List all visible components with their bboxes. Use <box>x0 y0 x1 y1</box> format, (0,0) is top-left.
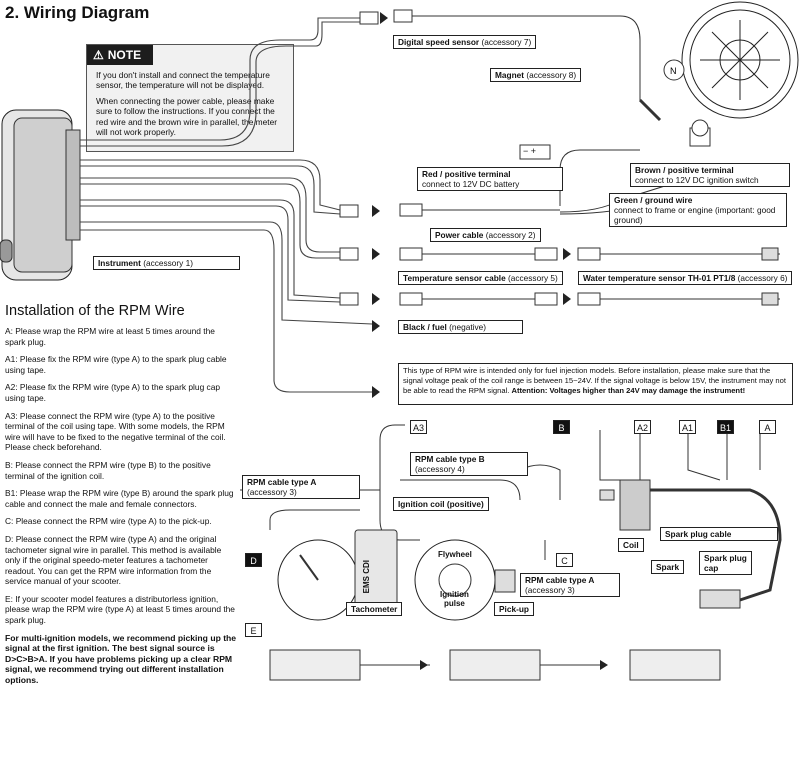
badge-a3: A3 <box>410 420 427 434</box>
label-digital-speed-sensor: Digital speed sensor (accessory 7) <box>393 35 537 49</box>
label-flywheel: Flywheel <box>438 550 472 559</box>
badge-d: D <box>245 553 262 567</box>
label-tachometer: Tachometer <box>346 602 403 616</box>
badge-b1: B1 <box>717 420 734 434</box>
e-row-arrows <box>420 660 608 670</box>
spark-plug-icon <box>699 589 741 609</box>
badge-e: E <box>245 623 262 637</box>
connection-arrows <box>372 12 571 398</box>
instruction-c: C: Please connect the RPM wire (type A) … <box>5 516 212 527</box>
label-coil: Coil <box>618 538 644 552</box>
plug-connectors <box>339 9 601 306</box>
instruction-d: D: Please connect the RPM wire (type A) … <box>5 533 222 587</box>
plug-e-2 <box>449 649 541 681</box>
warning-icon: ⚠ <box>93 48 104 62</box>
main-cable-bundle <box>80 17 373 393</box>
instruction-a3: A3: Please connect the RPM wire (type A)… <box>5 410 226 453</box>
battery-icon <box>519 144 551 160</box>
page-title: 2. Wiring Diagram <box>5 3 150 22</box>
label-spark-plug-cable: Spark plug cable <box>660 527 778 541</box>
label-magnet: Magnet (accessory 8) <box>490 68 582 82</box>
plug-e-1 <box>269 649 361 681</box>
label-rpm-type-a-bottom: RPM cable type A(accessory 3) <box>520 573 620 597</box>
instruction-e: E: If your scooter model features a dist… <box>5 593 235 626</box>
label-spark: Spark <box>651 560 685 574</box>
rpm-info-box: This type of RPM wire is intended only f… <box>398 363 793 405</box>
instruction-b: B: Please connect the RPM wire (type B) … <box>5 459 211 481</box>
instruction-a1: A1: Please fix the RPM wire (type A) to … <box>5 354 227 375</box>
label-rpm-type-b: RPM cable type B(accessory 4) <box>410 452 528 476</box>
note-paragraph-1: If you don't install and connect the tem… <box>96 70 270 91</box>
plug-e-3 <box>629 649 721 681</box>
rpm-diagram <box>240 424 782 681</box>
label-rpm-type-a-top: RPM cable type A(accessory 3) <box>242 475 360 499</box>
badge-a2: A2 <box>634 420 651 434</box>
instrument-body <box>0 109 81 281</box>
label-instrument: Instrument (accessory 1) <box>93 256 240 270</box>
label-water-temp-sensor: Water temperature sensor TH-01 PT1/8 (ac… <box>578 271 793 285</box>
badge-a: A <box>759 420 776 434</box>
label-pickup: Pick-up <box>494 602 534 616</box>
svg-text:N: N <box>670 66 677 76</box>
note-heading-text: NOTE <box>107 48 142 62</box>
label-ignition-coil-positive: Ignition coil (positive) <box>393 497 489 511</box>
instruction-a: A: Please wrap the RPM wire at least 5 t… <box>5 326 215 347</box>
speed-sensor-cable <box>412 15 641 100</box>
coil-icon <box>619 479 651 531</box>
label-battery-terminals: − + <box>523 146 537 156</box>
sprocket <box>681 1 799 119</box>
instruction-a2: A2: Please fix the RPM wire (type A) to … <box>5 382 221 403</box>
rpm-section-heading: Installation of the RPM Wire <box>5 303 185 319</box>
note-box: ⚠NOTE If you don't install and connect t… <box>86 44 294 152</box>
magnet-icon <box>663 59 685 81</box>
label-ems-cdi: EMS CDI <box>362 560 371 594</box>
badge-b: B <box>553 420 570 434</box>
badge-c: C <box>556 553 573 567</box>
label-black-fuel: Black / fuel (negative) <box>398 320 523 334</box>
rpm-instructions: A: Please wrap the RPM wire at least 5 t… <box>5 326 237 693</box>
label-power-cable: Power cable (accessory 2) <box>430 228 541 242</box>
label-temp-sensor-cable: Temperature sensor cable (accessory 5) <box>398 271 563 285</box>
badge-a1: A1 <box>679 420 696 434</box>
instruction-b1: B1: Please wrap the RPM wire (type B) ar… <box>5 488 234 509</box>
note-paragraph-2: When connecting the power cable, please … <box>96 95 278 138</box>
note-heading: ⚠NOTE <box>87 45 153 65</box>
pickup-icon <box>494 569 516 593</box>
ignition-switch <box>689 119 711 147</box>
instruction-multi-ignition: For multi-ignition models, we recommend … <box>5 632 237 686</box>
